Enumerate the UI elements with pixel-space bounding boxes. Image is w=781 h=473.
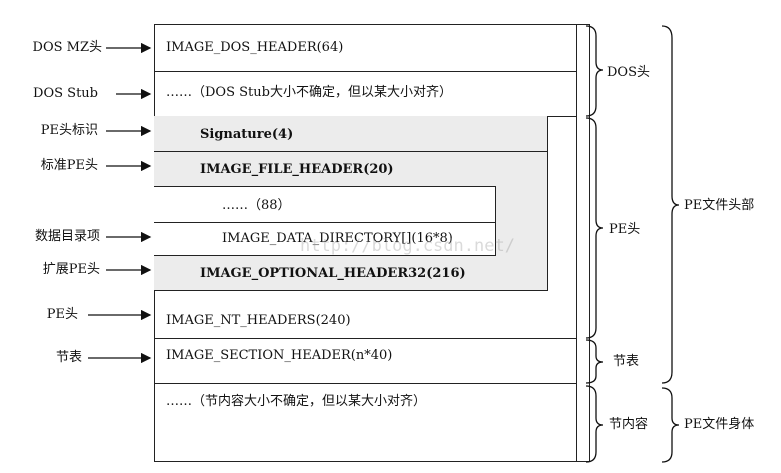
file-header-text: IMAGE_FILE_HEADER(20) (200, 162, 394, 177)
brace-pe-file-header-part (661, 25, 680, 384)
label-pe-signature: PE头标识 (40, 123, 98, 138)
label-pe-header: PE头 (46, 307, 78, 322)
row-divider (154, 71, 576, 72)
section-header-text: IMAGE_SECTION_HEADER(n*40) (166, 348, 393, 363)
row-divider (154, 338, 576, 339)
label-section-table: 节表 (55, 350, 82, 365)
label-dos-mz: DOS MZ头 (32, 40, 102, 55)
brace-dos-header (585, 25, 604, 117)
group-pe-file-header-part: PE文件头部 (684, 198, 755, 213)
section-content-text: ……（节内容大小不确定，但以某大小对齐） (166, 394, 427, 409)
optional-dots-text: ……（88） (222, 198, 291, 213)
label-standard-pe-header: 标准PE头 (40, 158, 98, 173)
brace-section-table (585, 339, 604, 384)
optional-header-text: IMAGE_OPTIONAL_HEADER32(216) (200, 266, 466, 281)
group-section-table: 节表 (613, 354, 640, 369)
signature-text: Signature(4) (200, 127, 294, 142)
dos-stub-text: ……（DOS Stub大小不确定，但以某大小对齐） (166, 85, 452, 100)
brace-pe-file-body (661, 387, 680, 463)
row-divider (154, 383, 576, 384)
group-pe-file-body: PE文件身体 (684, 417, 755, 432)
label-dos-stub: DOS Stub (33, 86, 98, 101)
watermark: http://blog.csdn.net/ (300, 236, 515, 256)
brace-pe-header (585, 117, 604, 339)
frame-right-column (576, 24, 590, 462)
data-directory-text: IMAGE_DATA_DIRECTORY[](16*8) (222, 231, 453, 246)
label-data-directory: 数据目录项 (34, 229, 100, 244)
group-section-content: 节内容 (609, 417, 649, 432)
row-divider (154, 151, 548, 152)
group-dos-header: DOS头 (607, 65, 650, 80)
dos-header-text: IMAGE_DOS_HEADER(64) (166, 40, 344, 55)
label-extended-pe-header: 扩展PE头 (42, 262, 100, 277)
nt-headers-text: IMAGE_NT_HEADERS(240) (166, 313, 351, 328)
row-divider (154, 222, 496, 223)
optional-header-inner-box (154, 186, 496, 256)
group-pe-header: PE头 (609, 222, 641, 237)
brace-section-content (585, 385, 604, 463)
